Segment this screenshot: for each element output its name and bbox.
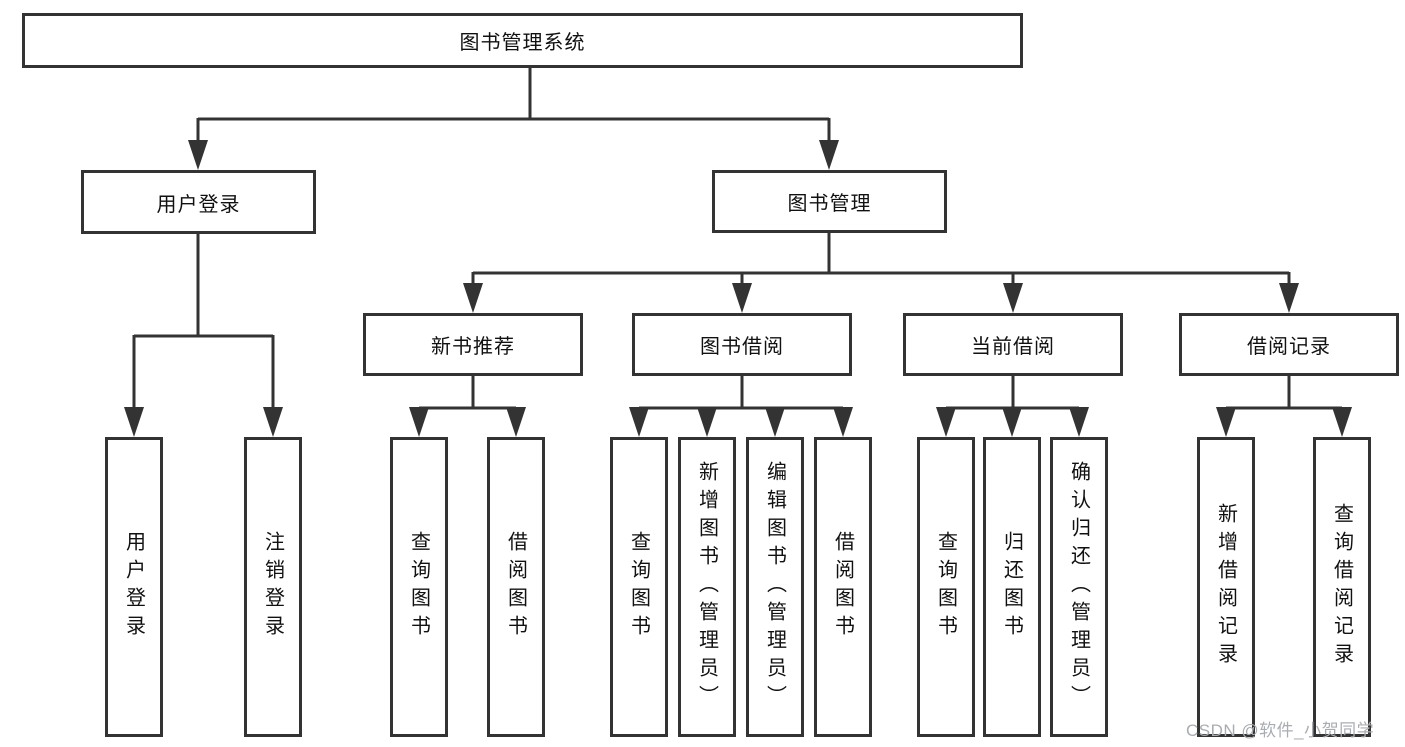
node-current-borrow: 当前借阅 [903,313,1123,376]
leaf-newbook-borrow-books: 借阅图书 [487,437,545,737]
arrow-down-icon [463,283,483,313]
arrow-down-icon [1216,407,1236,437]
connector-borrow-records-children [1216,376,1352,437]
connector-book-borrow-children [629,376,853,437]
csdn-watermark: CSDN @软件_小贺同学 [1186,721,1375,740]
leaf-current-return-books: 归还图书 [983,437,1041,737]
connector-book-management-to-level3 [463,233,1299,313]
node-user-login: 用户登录 [81,170,316,234]
leaf-borrow-edit-books-admin: 编辑图书（管理员） [746,437,804,737]
leaf-borrow-query-books: 查询图书 [610,437,668,737]
leaf-records-query-record: 查询借阅记录 [1313,437,1371,737]
arrow-down-icon [263,407,283,437]
arrow-down-icon [1279,283,1299,313]
leaf-newbook-query-books: 查询图书 [390,437,448,737]
arrow-down-icon [765,407,785,437]
node-borrow-records: 借阅记录 [1179,313,1399,376]
arrow-down-icon [833,407,853,437]
leaf-records-add-record: 新增借阅记录 [1197,437,1255,737]
leaf-user-login: 用户登录 [105,437,163,737]
arrow-down-icon [1003,283,1023,313]
connector-new-book-recommend-children [409,376,526,437]
arrow-down-icon [1002,407,1022,437]
node-book-management: 图书管理 [712,170,947,233]
node-new-book-recommend: 新书推荐 [363,313,583,376]
arrow-down-icon [936,407,956,437]
arrow-down-icon [1069,407,1089,437]
connector-user-login-children [124,234,283,437]
node-book-borrow: 图书借阅 [632,313,852,376]
arrow-down-icon [506,407,526,437]
leaf-borrow-add-books-admin: 新增图书（管理员） [678,437,736,737]
leaf-logout: 注销登录 [244,437,302,737]
node-root-system: 图书管理系统 [22,13,1023,68]
arrow-down-icon [629,407,649,437]
arrow-down-icon [819,140,839,170]
leaf-current-confirm-return-admin: 确认归还（管理员） [1050,437,1108,737]
arrow-down-icon [124,407,144,437]
connector-current-borrow-children [936,376,1089,437]
arrow-down-icon [188,140,208,170]
arrow-down-icon [732,283,752,313]
arrow-down-icon [409,407,429,437]
connector-root-to-level2 [188,68,839,170]
arrow-down-icon [1332,407,1352,437]
leaf-current-query-books: 查询图书 [917,437,975,737]
arrow-down-icon [697,407,717,437]
leaf-borrow-borrow-books: 借阅图书 [814,437,872,737]
